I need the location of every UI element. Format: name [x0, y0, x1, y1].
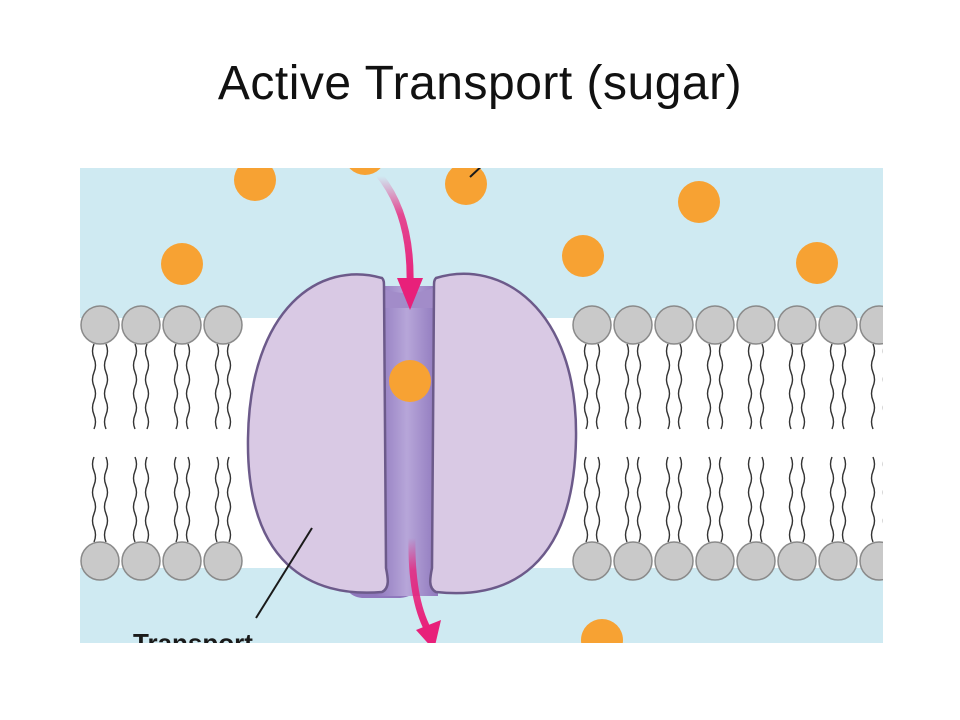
fatty-acid-tail [144, 343, 150, 430]
phosphate-head [162, 541, 202, 581]
phosphate-head [203, 541, 243, 581]
phosphate-head [572, 305, 612, 345]
fatty-acid-tail [214, 456, 220, 543]
phosphate-head [859, 305, 883, 345]
phosphate-head [572, 541, 612, 581]
phosphate-head [818, 305, 858, 345]
transport-protein [246, 272, 578, 598]
fatty-acid-tail [226, 456, 232, 543]
phosphate-head [818, 541, 858, 581]
protein-left-lobe [246, 273, 389, 594]
fatty-acid-tail [665, 456, 671, 543]
fatty-acid-tail [759, 456, 765, 543]
sugar-molecule-icon [445, 168, 487, 205]
slide-title: Active Transport (sugar) [217, 57, 743, 110]
fatty-acid-tail [132, 456, 138, 543]
fatty-acid-tail [583, 456, 589, 543]
phosphate-head [736, 305, 776, 345]
fatty-acid-tail [759, 343, 765, 430]
fatty-acid-tail [718, 343, 724, 430]
protein-right-lobe [429, 272, 578, 595]
fatty-acid-tail [636, 343, 642, 430]
phosphate-head [162, 305, 202, 345]
lipid-tails [91, 343, 883, 543]
fatty-acid-tail [747, 343, 753, 430]
phosphate-head [121, 305, 161, 345]
sugar-molecule-icon [678, 181, 720, 223]
fatty-acid-tail [214, 343, 220, 430]
fatty-acid-tail [829, 456, 835, 543]
fatty-acid-tail [173, 343, 179, 430]
fatty-acid-tail [800, 343, 806, 430]
fatty-acid-tail [800, 456, 806, 543]
fatty-acid-tail [185, 456, 191, 543]
fatty-acid-tail [829, 343, 835, 430]
fatty-acid-tail [677, 456, 683, 543]
phosphate-head [80, 305, 120, 345]
sugar-molecule-icon [389, 360, 431, 402]
fatty-acid-tail [173, 456, 179, 543]
sugar-molecule-icon [349, 168, 381, 175]
fatty-acid-tail [91, 456, 97, 543]
fatty-acid-tail [595, 456, 601, 543]
phosphate-head [613, 541, 653, 581]
fatty-acid-tail [624, 343, 630, 430]
fatty-acid-tail [624, 456, 630, 543]
phosphate-head [777, 541, 817, 581]
fatty-acid-tail [226, 343, 232, 430]
fatty-acid-tail [636, 456, 642, 543]
fatty-acid-tail [841, 343, 847, 430]
sugar-molecule-icon [562, 235, 604, 277]
fatty-acid-tail [706, 343, 712, 430]
flow-arrow-icon [408, 534, 441, 643]
figure-crop [0, 643, 960, 720]
membrane-diagram [80, 168, 883, 643]
pointer-line-transport [255, 527, 313, 619]
flow-arrow-icon [376, 172, 423, 310]
phosphate-head [654, 541, 694, 581]
phosphate-head [859, 541, 883, 581]
sugar-molecule-icon [796, 242, 838, 284]
phosphate-head [613, 305, 653, 345]
sugar-molecule-icon [581, 619, 623, 643]
fatty-acid-tail [132, 343, 138, 430]
fatty-acid-tail [103, 456, 109, 543]
phosphate-head [80, 541, 120, 581]
sugar-molecule-icon [234, 168, 276, 201]
fatty-acid-tail [870, 343, 876, 430]
phosphate-head [654, 305, 694, 345]
fatty-acid-tail [788, 343, 794, 430]
fatty-acid-tail [185, 343, 191, 430]
phosphate-head [203, 305, 243, 345]
membrane-diagram-svg [80, 168, 883, 643]
phosphate-head [695, 541, 735, 581]
fatty-acid-tail [706, 456, 712, 543]
fatty-acid-tail [841, 456, 847, 543]
fatty-acid-tail [665, 343, 671, 430]
phosphate-head [736, 541, 776, 581]
phosphate-head [695, 305, 735, 345]
fatty-acid-tail [144, 456, 150, 543]
fatty-acid-tail [103, 343, 109, 430]
fatty-acid-tail [718, 456, 724, 543]
phosphate-head [121, 541, 161, 581]
fatty-acid-tail [91, 343, 97, 430]
fatty-acid-tail [595, 343, 601, 430]
sugar-molecule-icon [161, 243, 203, 285]
fatty-acid-tail [747, 456, 753, 543]
fatty-acid-tail [870, 456, 876, 543]
fatty-acid-tail [677, 343, 683, 430]
pointer-line-top [469, 168, 482, 178]
phosphate-head [777, 305, 817, 345]
phosphate-heads [80, 305, 883, 581]
fatty-acid-tail [788, 456, 794, 543]
sugar-molecules [161, 168, 838, 643]
fatty-acid-tail [583, 343, 589, 430]
